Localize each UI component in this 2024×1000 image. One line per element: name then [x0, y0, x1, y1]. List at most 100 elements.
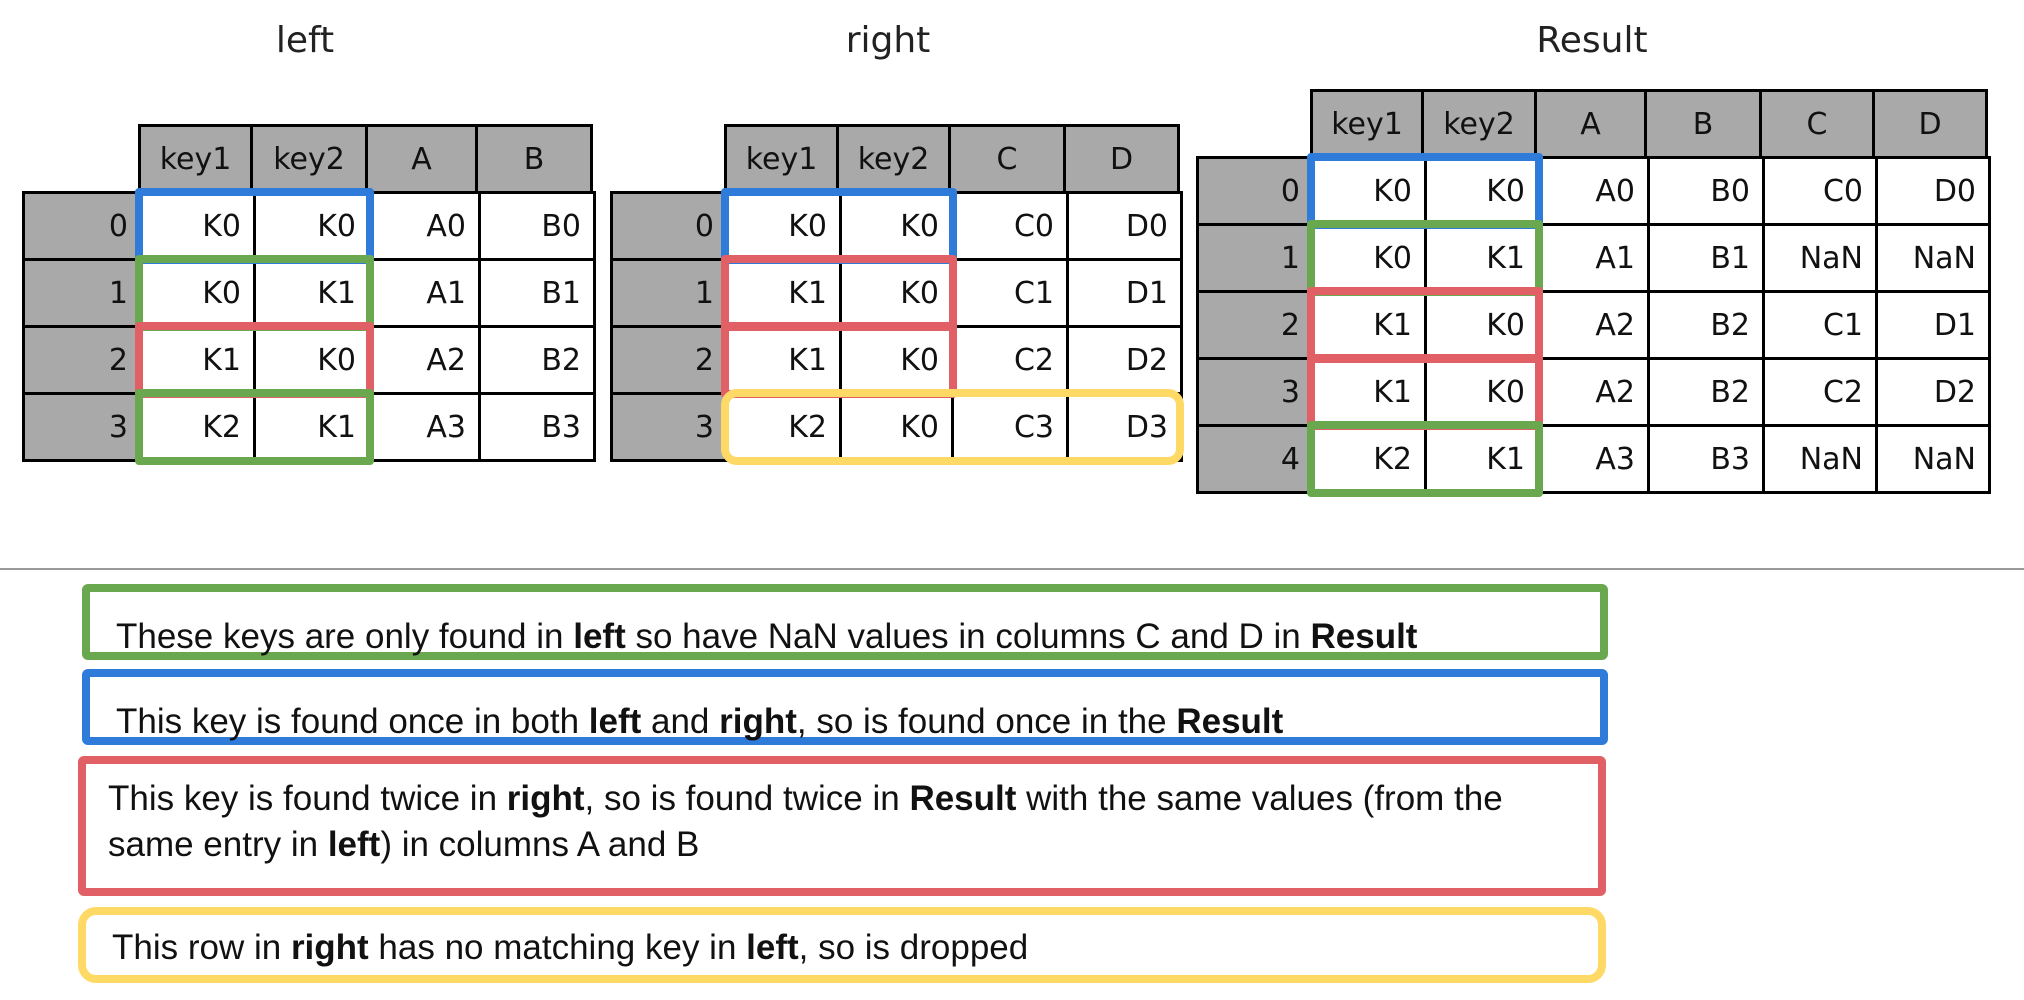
row-index: 2 [22, 325, 141, 395]
table-cell: K0 [839, 258, 954, 328]
table-cell: B0 [1647, 156, 1765, 226]
table-cell: K0 [1424, 290, 1540, 360]
table-cell: D2 [1875, 357, 1991, 427]
table-cell: A0 [1537, 156, 1650, 226]
row-index: 1 [1196, 223, 1313, 293]
note-emphasis: Result [1310, 617, 1418, 656]
row-index: 3 [610, 392, 727, 462]
note-text: so have NaN values in columns C and D in [625, 617, 1311, 656]
column-header-a: A [365, 124, 478, 194]
table-cell: K0 [1310, 223, 1427, 293]
note-emphasis: right [719, 702, 797, 741]
table-title-right: right [845, 20, 931, 61]
highlight-red-left [135, 322, 374, 398]
highlight-green-result [1307, 421, 1543, 497]
note-text: , so is dropped [798, 928, 1029, 967]
table-cell: A1 [368, 258, 481, 328]
row-index: 2 [610, 325, 727, 395]
table-cell: K2 [138, 392, 256, 462]
note-emphasis: right [506, 779, 585, 818]
row-index: 1 [610, 258, 727, 328]
row-index: 2 [1196, 290, 1313, 360]
table-title-left: left [275, 20, 335, 61]
note-emphasis: left [573, 617, 626, 656]
table-cell: B3 [1647, 424, 1765, 494]
note-yellow: This row in right has no matching key in… [78, 907, 1606, 983]
table-cell: A1 [1537, 223, 1650, 293]
highlight-red-right [721, 255, 957, 331]
row-index: 3 [22, 392, 141, 462]
highlight-green-left [135, 389, 374, 465]
column-header-a: A [1534, 89, 1647, 159]
row-index: 0 [22, 191, 141, 261]
highlight-blue-left [135, 188, 374, 264]
table-cell: K1 [724, 325, 842, 395]
table-cell: B2 [478, 325, 596, 395]
table-cell: A2 [1537, 290, 1650, 360]
table-cell: C1 [1762, 290, 1878, 360]
note-emphasis: Result [1176, 702, 1284, 741]
note-text: and [641, 702, 720, 741]
note-red: This key is found twice in right, so is … [78, 756, 1606, 896]
column-header-key1: key1 [138, 124, 253, 194]
table-cell: K1 [253, 258, 371, 328]
column-header-key2: key2 [836, 124, 951, 194]
table-cell: A2 [368, 325, 481, 395]
note-emphasis: right [290, 928, 369, 967]
table-title-result: Result [1536, 20, 1648, 61]
table-cell: A2 [1537, 357, 1650, 427]
row-index: 4 [1196, 424, 1313, 494]
column-header-b: B [475, 124, 593, 194]
note-emphasis: left [746, 928, 799, 967]
column-header-key1: key1 [1310, 89, 1424, 159]
column-header-d: D [1872, 89, 1988, 159]
table-cell: B1 [478, 258, 596, 328]
column-header-c: C [1759, 89, 1875, 159]
table-cell: C2 [1762, 357, 1878, 427]
column-header-c: C [948, 124, 1066, 194]
section-divider [0, 568, 2024, 570]
table-cell: B2 [1647, 357, 1765, 427]
table-cell: K0 [839, 392, 954, 462]
table-cell: D0 [1875, 156, 1991, 226]
highlight-red-result [1307, 354, 1543, 430]
row-index: 0 [610, 191, 727, 261]
table-cell: NaN [1875, 223, 1991, 293]
table-cell: D0 [1066, 191, 1183, 261]
table-cell: B1 [1647, 223, 1765, 293]
column-header-d: D [1063, 124, 1180, 194]
table-cell: D1 [1066, 258, 1183, 328]
note-text: These keys are only found in [116, 617, 574, 656]
note-text: This key is found twice in [108, 779, 507, 818]
highlight-green-result [1307, 220, 1543, 296]
note-emphasis: Result [909, 779, 1017, 818]
column-header-key1: key1 [724, 124, 839, 194]
table-cell: A0 [368, 191, 481, 261]
table-cell: K1 [1310, 290, 1427, 360]
note-emphasis: left [588, 702, 642, 741]
highlight-blue-right [721, 188, 957, 264]
note-text: This key is found once in both [116, 702, 589, 741]
table-cell: D1 [1875, 290, 1991, 360]
table-cell: A3 [1537, 424, 1650, 494]
table-cell: K0 [253, 325, 371, 395]
note-text: has no matching key in [368, 928, 747, 967]
table-cell: C2 [951, 325, 1069, 395]
table-cell: NaN [1875, 424, 1991, 494]
highlight-blue-result [1307, 153, 1543, 229]
table-cell: C1 [951, 258, 1069, 328]
note-text: with the same values (from the same entr… [108, 779, 1503, 864]
column-header-key2: key2 [250, 124, 368, 194]
table-cell: B2 [1647, 290, 1765, 360]
table-cell: A3 [368, 392, 481, 462]
note-text: This row in [112, 928, 291, 967]
column-header-key2: key2 [1421, 89, 1537, 159]
column-header-b: B [1644, 89, 1762, 159]
note-text: , so is found twice in [584, 779, 910, 818]
table-cell: B3 [478, 392, 596, 462]
note-emphasis: left [327, 825, 381, 864]
table-cell: K0 [1424, 156, 1540, 226]
note-blue: This key is found once in both left and … [82, 669, 1608, 745]
table-cell: B0 [478, 191, 596, 261]
table-cell: NaN [1762, 223, 1878, 293]
